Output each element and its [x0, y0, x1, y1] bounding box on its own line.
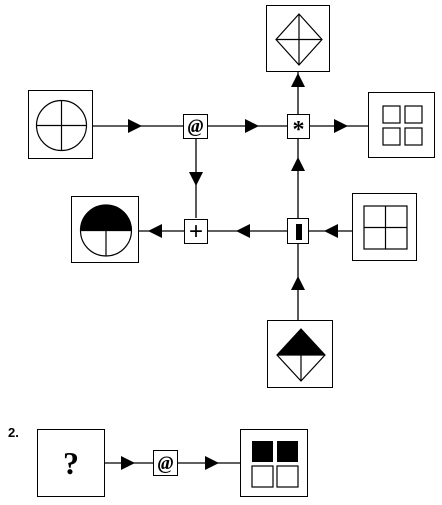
question-unknown-box: ?: [37, 429, 105, 497]
figure-circle-cross: [28, 90, 93, 159]
arrow-right-icon: [121, 456, 135, 470]
arrow-left-icon: [324, 224, 338, 238]
figure-half-circle: [71, 196, 139, 263]
operator-plus-symbol: +: [188, 217, 203, 245]
two-filled-squares-icon: [251, 441, 299, 488]
diamond-cross-icon: [275, 13, 323, 66]
arrow-right-icon: [128, 119, 142, 133]
arrow-left-icon: [148, 224, 162, 238]
arrow-up-icon: [291, 276, 305, 290]
figure-diamond-filled: [267, 320, 333, 388]
question-operator: @: [153, 450, 178, 476]
operator-at-symbol: @: [187, 116, 204, 137]
half-filled-circle-icon: [79, 204, 133, 257]
question-result-figure: [240, 429, 308, 497]
diamond-filled-icon: [276, 328, 326, 382]
arrow-right-icon: [334, 119, 348, 133]
arrow-up-icon: [291, 157, 305, 171]
operator-star: *: [287, 114, 310, 143]
figure-four-squares: [368, 92, 435, 158]
arrow-up-icon: [291, 73, 305, 87]
grid-square-icon: [363, 205, 408, 250]
bar-icon: [296, 224, 302, 240]
figure-grid-square: [352, 193, 417, 261]
operator-at: @: [183, 114, 208, 139]
operator-bar: [287, 218, 309, 244]
operator-plus: +: [184, 219, 208, 244]
arrow-right-icon: [205, 456, 219, 470]
arrow-down-icon: [189, 172, 203, 186]
question-operator-symbol: @: [157, 452, 174, 474]
question-mark: ?: [63, 444, 79, 481]
operator-star-symbol: *: [292, 116, 305, 143]
arrow-left-icon: [236, 224, 250, 238]
four-squares-icon: [382, 105, 423, 146]
arrow-right-icon: [245, 119, 259, 133]
circle-cross-icon: [35, 99, 88, 152]
question-number: 2.: [8, 425, 19, 440]
figure-diamond-cross: [266, 5, 330, 72]
